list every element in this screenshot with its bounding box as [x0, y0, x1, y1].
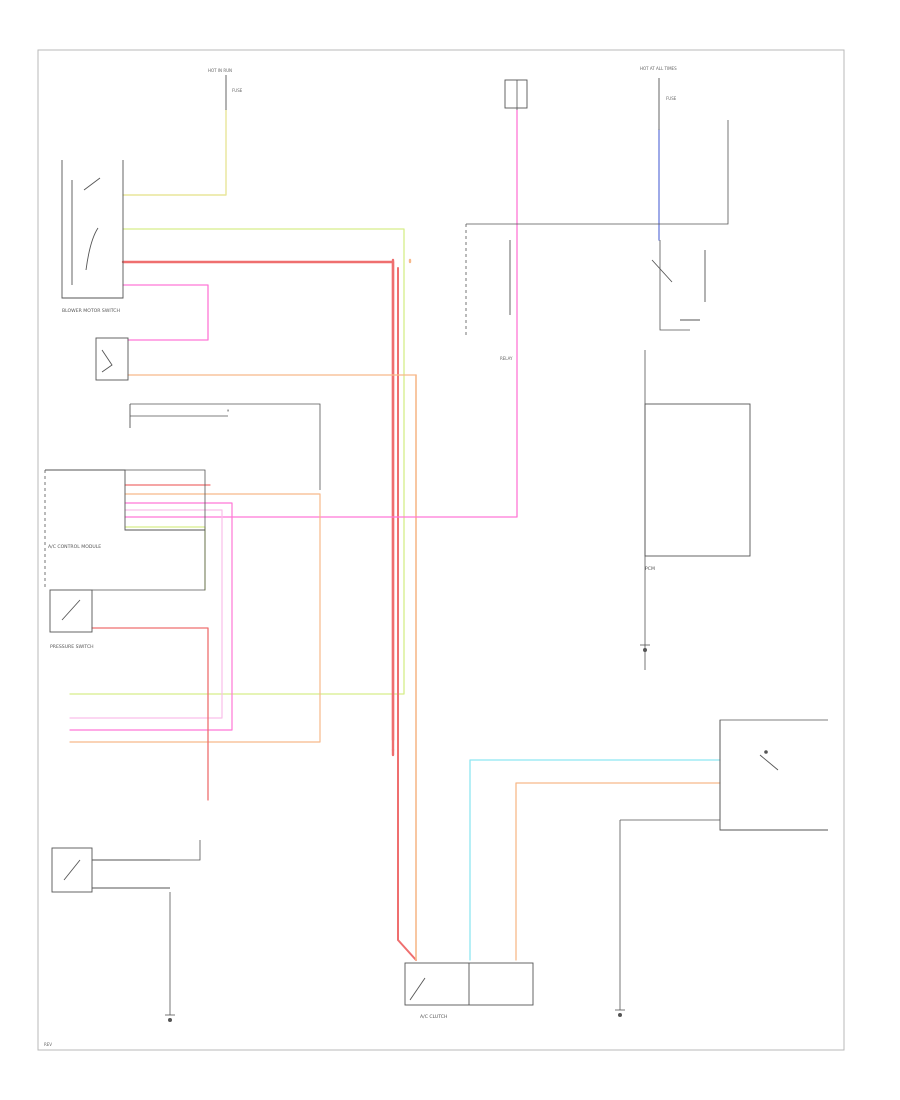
wire-group: [69, 109, 721, 961]
wire-pink-module-b: [69, 509, 223, 719]
ac-clutch-label: A/C CLUTCH: [420, 1014, 447, 1020]
fuse-top-center: [504, 79, 528, 109]
lower-right-component: [719, 720, 828, 831]
relay-box-contact: [101, 349, 113, 373]
relay-dashed-center: RELAY: [465, 224, 513, 361]
blower-switch-label: BLOWER MOTOR SWITCH: [62, 308, 120, 314]
pressure-switch-label: PRESSURE SWITCH: [50, 644, 94, 650]
ac-clutch-arm: [409, 977, 426, 1001]
wire-dark-module-right: [130, 403, 321, 490]
wire-orange-right: [515, 782, 721, 961]
relay-box-body: [95, 337, 129, 381]
wire-pink-horizontal: [124, 109, 518, 518]
footer-code: REV: [44, 1042, 52, 1047]
wire-dark-right-sw: [659, 240, 690, 331]
blower-switch: BLOWER MOTOR SWITCH: [61, 160, 124, 314]
wire-orange-module: [69, 493, 321, 743]
clutch-cycling-switch-body: [51, 847, 93, 893]
fuse-top-right-label: FUSE: [666, 96, 677, 101]
pressure-switch-arm: [61, 599, 81, 621]
clutch-cycling-switch: [51, 847, 170, 893]
ac-control-module: A/C CONTROL MODULE: [44, 469, 205, 590]
pcm-module: PCM: [644, 403, 751, 572]
blower-switch-housing: [61, 160, 124, 299]
right-relay-switch-arm: [651, 259, 673, 283]
wire-pink-module-a: [69, 502, 233, 731]
wire-dark-right-lower: [620, 719, 828, 821]
ground-right-upper-dot: [643, 648, 647, 652]
relay-box: [95, 337, 129, 381]
wire-red-main: [121, 258, 395, 752]
ground-right-upper: [640, 644, 650, 652]
ground-right-lower-dot: [618, 1013, 622, 1017]
wire-red-pressure: [91, 627, 209, 801]
pcm-module-label: PCM: [645, 566, 655, 572]
wire-red-clutch-vert: [397, 267, 417, 961]
wire-dark-group: [92, 80, 828, 1015]
fuse-top-right: HOT AT ALL TIMES FUSE: [640, 66, 677, 130]
lower-right-component-arm: [759, 754, 779, 771]
pcm-module-body: [644, 403, 751, 557]
lower-right-component-pin: [764, 750, 768, 754]
blower-switch-coil: [85, 227, 99, 271]
wire-dark-bot-right: [170, 840, 201, 861]
blower-switch-arm: [83, 177, 101, 191]
lower-right-component-body: [719, 720, 828, 831]
fuse-top-right-hot-label: HOT AT ALL TIMES: [640, 66, 677, 71]
fuse-top-left-label: FUSE: [232, 88, 243, 93]
relay-center-label: RELAY: [500, 356, 513, 361]
ac-control-module-body: [45, 469, 205, 531]
wire-cyan-right: [469, 759, 721, 961]
clutch-cycling-switch-leads: [92, 859, 170, 889]
fuse-top-center-body: [504, 79, 528, 109]
diagram-frame: [37, 49, 845, 1051]
fuse-top-left: HOT IN RUN FUSE: [208, 68, 243, 110]
wire-pink-blower: [122, 284, 209, 341]
pressure-switch: PRESSURE SWITCH: [49, 589, 94, 650]
ground-left: [165, 1014, 175, 1022]
wire-green-module: [124, 526, 206, 591]
ac-control-module-label: A/C CONTROL MODULE: [48, 544, 101, 550]
pressure-switch-body: [49, 589, 93, 633]
ground-right-lower: [615, 1009, 625, 1017]
wire-dark-top-bus: [466, 120, 729, 225]
ac-clutch: A/C CLUTCH: [404, 962, 534, 1020]
fuse-top-left-hot-label: HOT IN RUN: [208, 68, 232, 73]
ground-left-dot: [168, 1018, 172, 1022]
clutch-cycling-switch-arm: [63, 859, 81, 881]
connector-box: [129, 404, 229, 428]
wire-green-main: [69, 228, 405, 695]
right-relay-switch: [651, 250, 706, 321]
wire-yellow-fuse-feed: [122, 109, 227, 196]
